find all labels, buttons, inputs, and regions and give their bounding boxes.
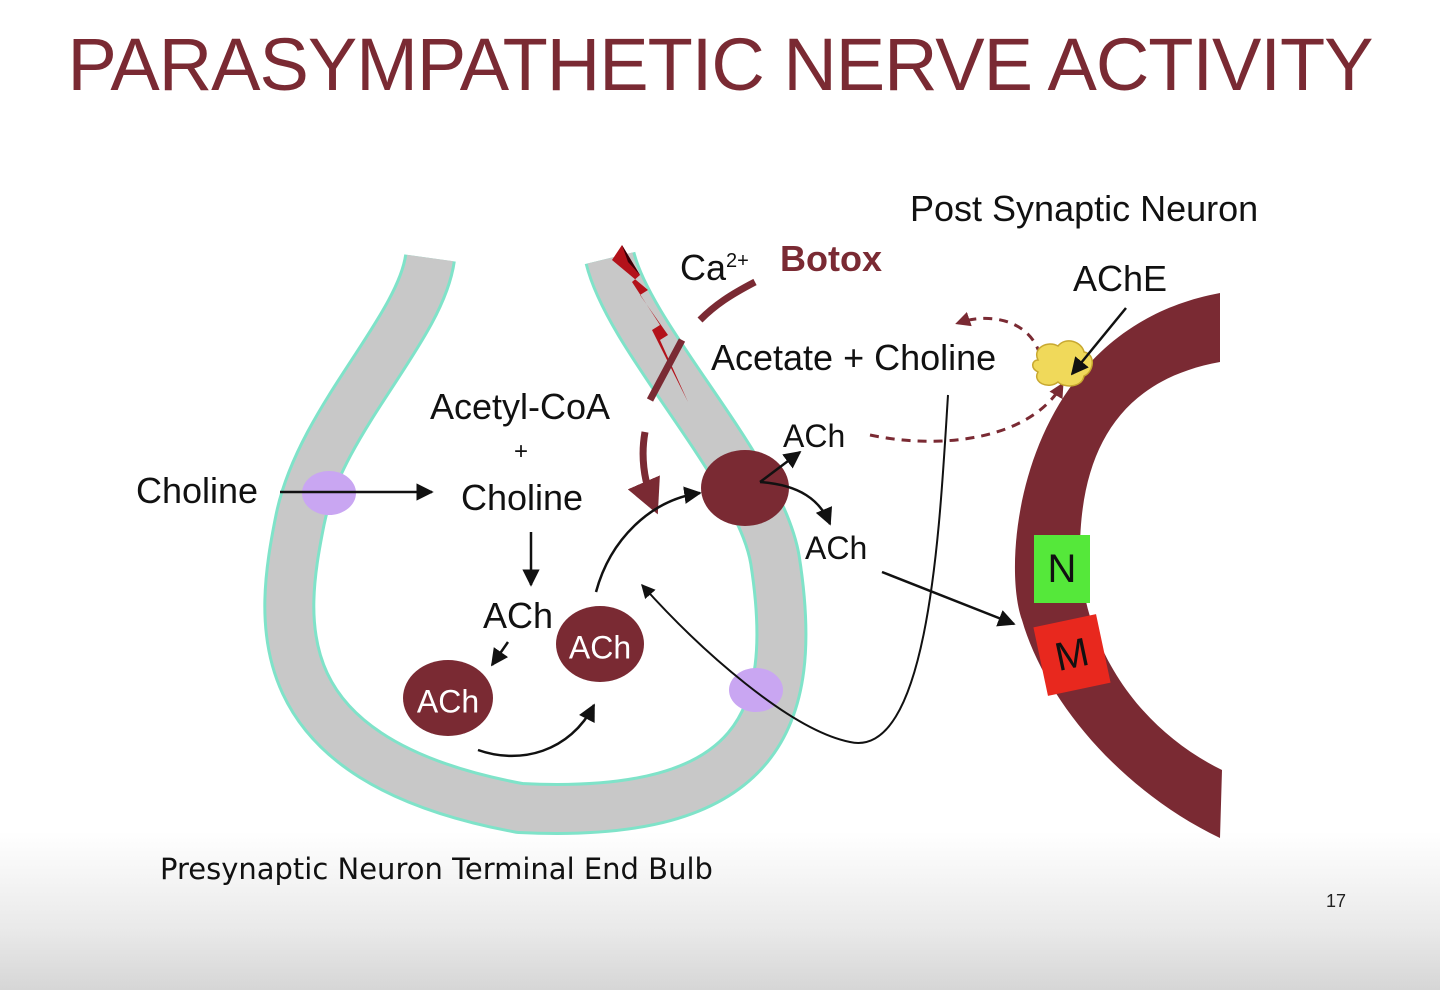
docked-vesicle <box>701 450 789 526</box>
botox-block-mark <box>646 338 686 402</box>
vesicle-transport-arrow-1 <box>477 703 596 758</box>
choline-outside-label: Choline <box>136 470 259 511</box>
acetate-choline-label: Acetate + Choline <box>711 337 997 378</box>
postsynaptic-membrane <box>1014 293 1222 838</box>
acetyl-coa-label: Acetyl-CoA <box>430 386 611 427</box>
ache-enzyme-icon <box>1032 340 1093 387</box>
muscarinic-receptor-label: M <box>1051 629 1093 680</box>
calcium-label: Ca2+ <box>680 247 749 288</box>
nicotinic-receptor: N <box>1034 535 1090 603</box>
calcium-to-vesicle-arrow <box>627 431 660 515</box>
ach-released-down-label: ACh <box>805 530 868 566</box>
release-arrow-up <box>759 450 802 483</box>
slide-title: PARASYMPATHETIC NERVE ACTIVITY <box>67 23 1374 106</box>
presynaptic-bulb <box>263 250 808 835</box>
vesicle-2 <box>556 606 644 682</box>
choline-inside-label: Choline <box>461 477 584 518</box>
choline-reuptake-arrow <box>641 394 949 744</box>
calcium-influx-arc <box>697 278 757 323</box>
ache-label: AChE <box>1073 258 1168 299</box>
vesicle-2-label: ACh <box>568 629 632 666</box>
ach-to-ache-dashed-arrow <box>869 382 1064 443</box>
vesicle-1-label: ACh <box>416 683 480 720</box>
plus-sign: + <box>514 438 529 465</box>
ach-released-up-label: ACh <box>783 418 846 454</box>
vesicle-1 <box>403 660 493 736</box>
ache-products-dashed-arrow <box>955 312 1042 356</box>
page-number: 17 <box>1326 891 1347 911</box>
release-arrow-down <box>759 480 833 526</box>
post-synaptic-neuron-label: Post Synaptic Neuron <box>910 188 1259 229</box>
nicotinic-receptor-label: N <box>1047 546 1077 591</box>
ach-to-receptor-arrow <box>881 570 1016 627</box>
ache-pointer-arrow <box>1070 307 1127 376</box>
packaging-arrow <box>490 641 510 667</box>
vesicle-transport-arrow-2 <box>594 486 702 593</box>
diagram-caption: Presynaptic Neuron Terminal End Bulb <box>160 852 713 886</box>
ach-synthesized-label: ACh <box>483 595 554 636</box>
botox-label: Botox <box>780 238 882 279</box>
